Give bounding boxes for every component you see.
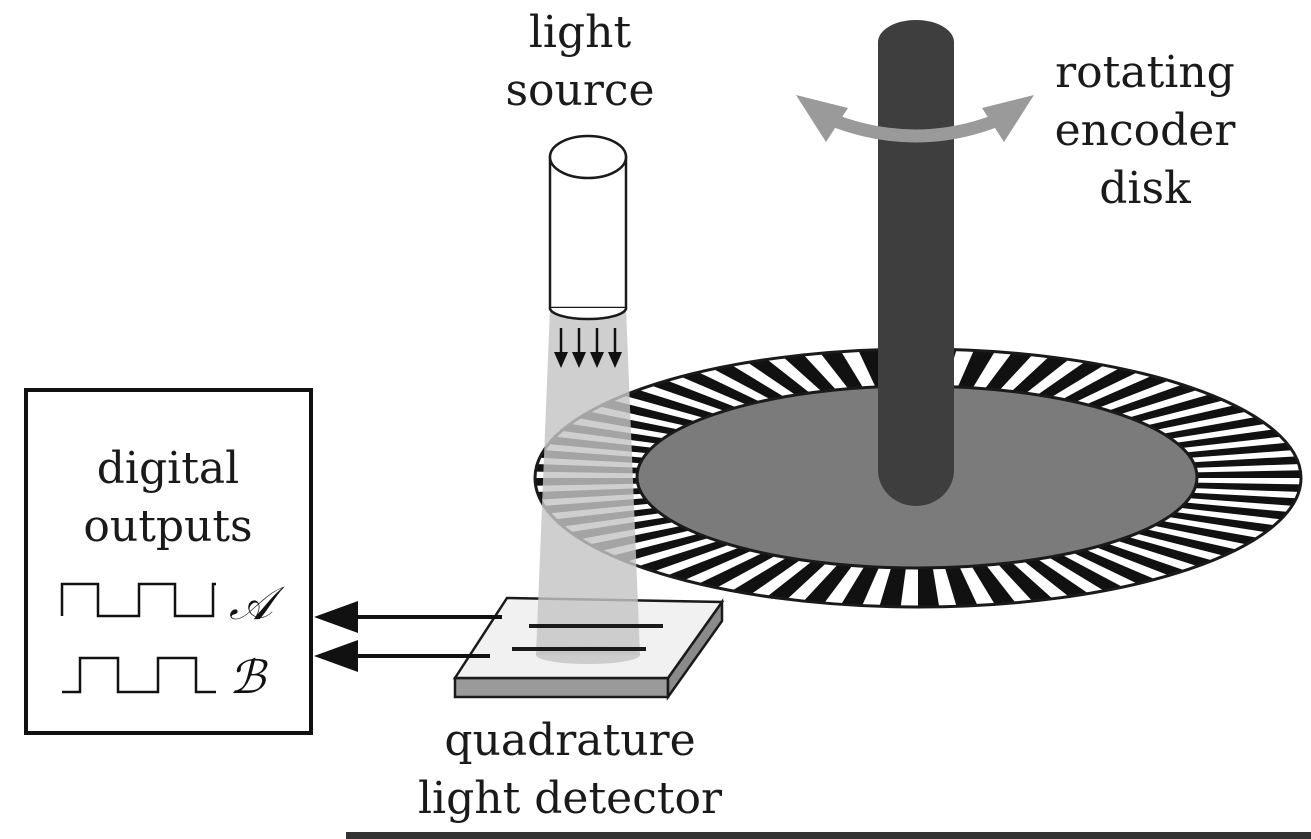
wave-b-icon: [62, 656, 216, 694]
signal-b-label: ℬ: [229, 650, 266, 704]
detector-chip-front: [453, 676, 670, 699]
encoder-disk-label: rotating encoder disk: [1040, 44, 1250, 218]
detector-label-line-1: quadrature: [444, 715, 696, 766]
light-rays-icon: [554, 328, 622, 368]
light-source-icon: [548, 134, 628, 321]
encoder-disk-label-line-1: rotating: [1055, 47, 1235, 98]
digital-outputs-label-line-1: digital: [96, 443, 240, 494]
output-arrow-a-icon: [314, 601, 502, 633]
shaft-icon: [878, 20, 954, 506]
encoder-disk-label-line-3: disk: [1099, 163, 1191, 214]
digital-outputs-label: digital outputs: [58, 440, 278, 556]
encoder-disk-label-line-2: encoder: [1054, 105, 1236, 156]
encoder-disk-icon: [533, 347, 1303, 609]
digital-outputs-label-line-2: outputs: [83, 501, 253, 552]
detector-label: quadrature light detector: [410, 712, 730, 828]
light-source-label-line-1: light: [528, 7, 632, 58]
detector-label-line-2: light detector: [417, 773, 723, 824]
output-box: [24, 388, 313, 735]
light-source-label-line-2: source: [505, 65, 655, 116]
wave-a-icon: [60, 582, 216, 618]
bottom-edge-strip: [346, 832, 1311, 839]
light-beam: [536, 308, 640, 655]
signal-a-label: 𝒜: [229, 576, 273, 630]
output-arrow-b-icon: [314, 640, 490, 672]
rotation-arrow-icon: [796, 95, 1034, 143]
light-source-label: light source: [480, 4, 680, 120]
